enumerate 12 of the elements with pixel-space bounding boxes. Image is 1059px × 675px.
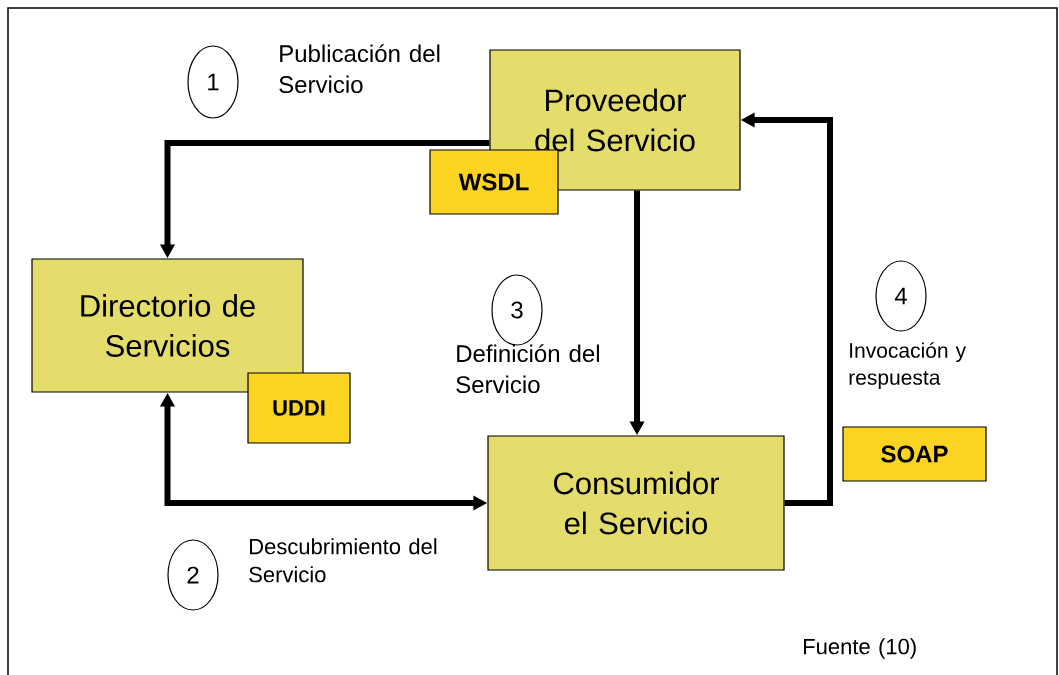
tag-box: SOAP xyxy=(842,426,987,482)
step-label: Publicación del Servicio xyxy=(279,44,440,94)
step-label: Fuente (10) xyxy=(804,638,916,659)
step-label: Definición del Servicio xyxy=(456,344,599,394)
step-number: 2 xyxy=(167,539,219,611)
process-box: Consumidor el Servicio xyxy=(487,435,785,571)
step-number: 1 xyxy=(187,45,239,119)
step-label: Descubrimiento del Servicio xyxy=(249,538,437,583)
step-label: Invocación y respuesta xyxy=(849,342,967,390)
tag-box: UDDI xyxy=(247,372,351,444)
step-number: 4 xyxy=(875,260,927,332)
process-box: Directorio de Servicios xyxy=(31,258,304,393)
